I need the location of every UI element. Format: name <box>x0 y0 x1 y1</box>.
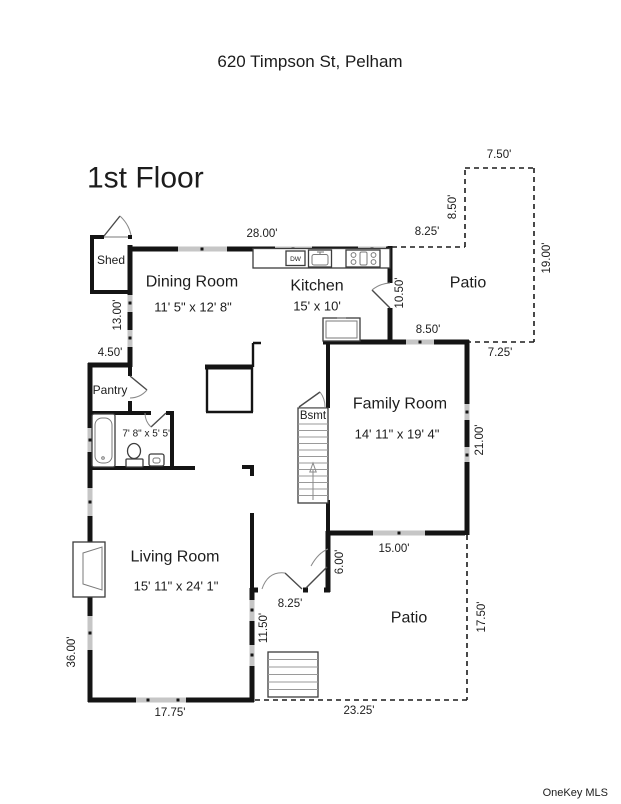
dim-patio1-bottom: 7.25' <box>488 347 513 359</box>
dishwasher-label: DW <box>290 256 302 263</box>
dim-patio1-top: 7.50' <box>487 149 512 161</box>
bathtub <box>91 413 116 468</box>
dim-patio2-wall-left: 6.00' <box>334 550 346 575</box>
basement-label: Bsmt <box>300 410 327 422</box>
kitchen-counter <box>252 247 391 269</box>
toilet <box>125 442 144 468</box>
window-ticks <box>88 247 469 702</box>
dim-kitchen-bottom: 8.50' <box>416 324 441 336</box>
dining-room-dims: 11' 5" x 12' 8" <box>154 300 232 315</box>
dim-patio2-right: 17.50' <box>476 602 488 633</box>
patio-lower-label: Patio <box>391 610 428 627</box>
doors <box>103 215 391 590</box>
dim-patio1-right: 19.00' <box>541 243 553 274</box>
patio-upper-label: Patio <box>450 275 487 292</box>
dim-patio2-bottom: 23.25' <box>344 705 375 717</box>
pantry-label: Pantry <box>93 383 128 397</box>
kitchen-island <box>322 317 361 342</box>
pantry-door <box>129 375 148 399</box>
kitchen-patio-door <box>371 282 391 309</box>
fireplace <box>72 541 106 598</box>
patio-lower-boundary <box>255 535 468 701</box>
dim-living-right: 11.50' <box>258 613 270 643</box>
dim-kitchen-door-wall: 10.50' <box>394 278 406 309</box>
stove <box>345 249 381 268</box>
interior-walls <box>88 235 330 590</box>
dimension-labels: 28.00' 8.25' 7.50' 8.50' 19.00' 10.50' 8… <box>66 149 553 719</box>
dim-left-step: 4.50' <box>98 347 123 359</box>
family-room-label: Family Room <box>353 396 447 413</box>
patio-door-right <box>305 548 329 589</box>
living-room-label: Living Room <box>131 549 220 566</box>
dishwasher <box>285 250 306 267</box>
dining-room-label: Dining Room <box>146 274 238 291</box>
dim-left-height: 36.00' <box>66 637 78 668</box>
bathroom-door <box>144 412 167 428</box>
family-room-dims: 14' 11" x 19' 4" <box>355 427 440 442</box>
patio-upper-boundary <box>392 167 535 343</box>
kitchen-dims: 15' x 10' <box>293 299 341 314</box>
bath-sink <box>148 453 165 467</box>
dim-family-bottom: 15.00' <box>379 543 410 555</box>
bathroom-dims: 7' 8" x 5' 5" <box>122 429 172 440</box>
dim-patio2-top-left: 8.25' <box>278 598 303 610</box>
dim-bottom-width: 17.75' <box>155 707 186 719</box>
patio-door-left <box>261 572 303 590</box>
windows <box>87 246 470 703</box>
kitchen-label: Kitchen <box>290 278 343 295</box>
dim-family-right: 21.00' <box>474 425 486 456</box>
floor-label: 1st Floor <box>87 162 204 195</box>
page-title: 620 Timpson St, Pelham <box>217 52 402 71</box>
living-room-dims: 15' 11" x 24' 1" <box>134 579 219 594</box>
basement-stairs: Bsmt <box>297 407 329 504</box>
shed-door <box>103 215 132 237</box>
shed-label: Shed <box>97 253 125 267</box>
basement-door <box>298 391 326 408</box>
kitchen-sink <box>307 249 333 268</box>
dim-dining-left: 13.00' <box>112 300 124 331</box>
dim-patio1-offset: 8.25' <box>415 226 440 238</box>
exterior-walls <box>87 245 470 703</box>
watermark: OneKey MLS <box>543 787 608 799</box>
dim-top-width: 28.00' <box>247 228 278 240</box>
dim-patio1-left: 8.50' <box>447 195 459 220</box>
patio-steps <box>267 651 319 698</box>
room-labels: Shed Dining Room 11' 5" x 12' 8" Kitchen… <box>93 253 487 626</box>
